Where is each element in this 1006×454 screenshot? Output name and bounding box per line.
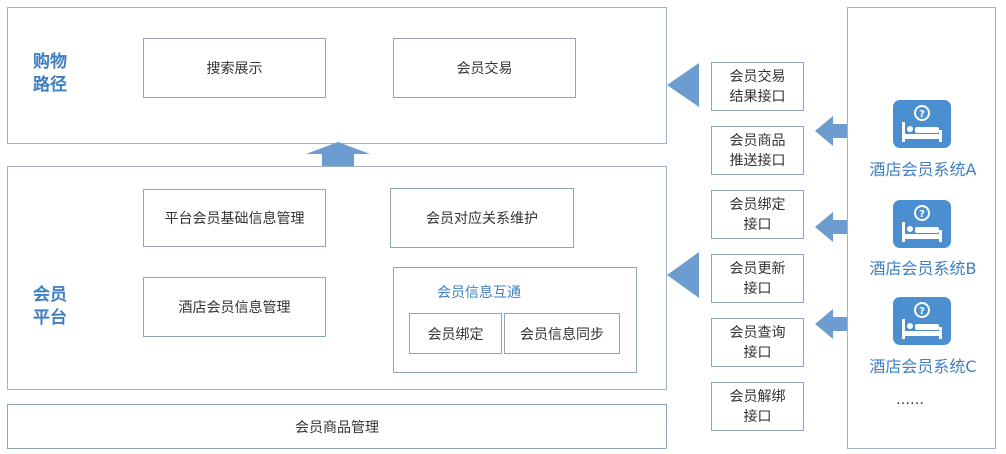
relation-maintain-box: 会员对应关系维护 [390, 188, 574, 248]
shopping-path-title-line2: 路径 [33, 75, 67, 95]
interface-unbind: 会员解绑 接口 [711, 382, 804, 431]
svg-text:?: ? [919, 306, 925, 317]
hotel-system-b-label: 酒店会员系统B [869, 259, 977, 278]
interface-label-line1: 会员更新 [729, 260, 786, 277]
left-arrow-icon-platform [667, 252, 699, 298]
interface-label-line1: 会员查询 [729, 324, 786, 341]
interface-label-line1: 会员绑定 [729, 196, 786, 213]
left-arrow-icon-hotel-b [815, 212, 877, 242]
interface-trade-result: 会员交易 结果接口 [711, 62, 804, 111]
left-arrow-icon-shopping [667, 63, 699, 107]
up-arrow-icon [306, 142, 370, 167]
interface-update: 会员更新 接口 [711, 254, 804, 303]
interface-label-line2: 接口 [743, 280, 772, 297]
interface-label-line2: 推送接口 [729, 152, 786, 169]
hotel-system-c-label: 酒店会员系统C [869, 357, 977, 376]
left-arrow-icon-hotel-c [815, 309, 877, 339]
shopping-path-title-line1: 购物 [33, 52, 67, 72]
interface-label-line2: 接口 [743, 408, 772, 425]
left-arrow-icon-hotel-a [815, 116, 877, 146]
svg-text:?: ? [919, 109, 925, 120]
member-goods-mgmt-box: 会员商品管理 [7, 404, 667, 449]
member-sync-box: 会员信息同步 [504, 313, 620, 354]
member-interop-title: 会员信息互通 [437, 285, 521, 301]
search-display-box: 搜索展示 [143, 38, 326, 98]
interface-bind: 会员绑定 接口 [711, 190, 804, 239]
member-trade-box: 会员交易 [393, 38, 576, 98]
member-bind-box: 会员绑定 [409, 313, 502, 354]
interface-label-line1: 会员交易 [729, 68, 786, 85]
svg-text:?: ? [919, 209, 925, 220]
interface-goods-push: 会员商品 推送接口 [711, 126, 804, 175]
interface-query: 会员查询 接口 [711, 318, 804, 367]
interface-label-line2: 结果接口 [729, 88, 786, 105]
more-ellipsis: …… [896, 392, 924, 408]
interface-label-line2: 接口 [743, 344, 772, 361]
hotel-bed-icon: ? [893, 297, 951, 345]
hotel-info-mgmt-box: 酒店会员信息管理 [143, 277, 326, 337]
hotel-bed-icon: ? [893, 100, 951, 148]
shopping-path-title: 购物 路径 [33, 51, 67, 97]
interface-label-line2: 接口 [743, 216, 772, 233]
interface-label-line1: 会员解绑 [729, 388, 786, 405]
hotel-system-a-label: 酒店会员系统A [869, 160, 977, 179]
member-platform-title-line1: 会员 [33, 285, 67, 305]
member-platform-title-line2: 平台 [33, 308, 67, 328]
interface-label-line1: 会员商品 [729, 132, 786, 149]
member-platform-title: 会员 平台 [33, 284, 67, 330]
basic-info-mgmt-box: 平台会员基础信息管理 [143, 189, 326, 247]
hotel-bed-icon: ? [893, 200, 951, 248]
